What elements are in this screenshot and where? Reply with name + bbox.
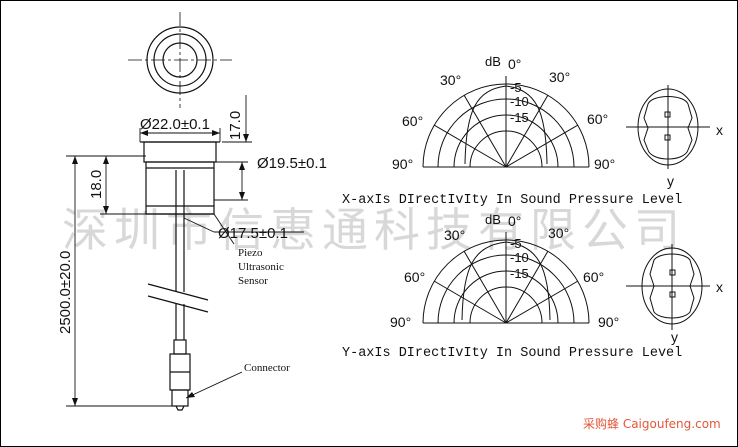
db-ring-10-label: -10: [510, 250, 529, 265]
angle-90-right-label: 90°: [594, 156, 615, 172]
db-ring-10-label: -10: [510, 94, 529, 109]
dimension-arrows: [72, 130, 249, 406]
sensor-label-line3: Sensor: [238, 275, 268, 287]
angle-90-left-label: 90°: [392, 156, 413, 172]
db-unit-label: dB: [485, 212, 501, 227]
directivity-chart-y: dB 0° 30° 30° 60° 60° 90° 90° -5 -10 -15…: [342, 212, 723, 361]
angle-30-right-label: 30°: [549, 69, 570, 85]
angle-0-label: 0°: [508, 213, 521, 229]
angle-30-left-label: 30°: [444, 227, 465, 243]
side-view: [140, 141, 220, 411]
db-unit-label: dB: [485, 54, 501, 69]
angle-30-right-label: 30°: [548, 225, 569, 241]
db-ring-15-label: -15: [510, 266, 529, 281]
brand-watermark: 采购蜂 Caigoufeng.com: [583, 417, 721, 431]
body-diameter-label: Ø19.5±0.1: [257, 155, 327, 172]
outer-diameter-label: Ø22.0±0.1: [140, 116, 210, 133]
watermark-text: 深圳市信惠通科技有限公司: [62, 203, 686, 257]
angle-60-left-label: 60°: [404, 269, 425, 285]
axis-x-label: x: [716, 122, 723, 138]
angle-30-left-label: 30°: [440, 72, 461, 88]
directivity-chart-x: dB 0° 30° 30° 60° 60° 90° 90° -5 -10 -15…: [342, 54, 723, 208]
axis-y-label: y: [671, 329, 678, 345]
chart-caption: Y-axIs DIrectIvIty In Sound Pressure Lev…: [342, 346, 682, 361]
angle-60-left-label: 60°: [402, 113, 423, 129]
sensor-label-line2: Ultrasonic: [238, 261, 284, 273]
top-height-label: 17.0: [227, 111, 244, 140]
db-ring-15-label: -15: [510, 110, 529, 125]
top-view: [128, 12, 232, 108]
angle-90-left-label: 90°: [390, 314, 411, 330]
angle-60-right-label: 60°: [587, 111, 608, 127]
angle-60-right-label: 60°: [583, 269, 604, 285]
angle-0-label: 0°: [508, 56, 521, 72]
db-ring-5-label: -5: [510, 236, 522, 251]
axis-y-label: y: [667, 173, 674, 189]
angle-90-right-label: 90°: [598, 314, 619, 330]
axis-x-label: x: [716, 279, 723, 295]
inner-diameter-label: Ø17.5±0.1: [218, 225, 288, 242]
cable-length-label: 2500.0±20.0: [57, 251, 74, 334]
chart-caption: X-axIs DIrectIvIty In Sound Pressure Lev…: [342, 193, 682, 208]
sensor-label-line1: Piezo: [238, 247, 263, 259]
connector-label: Connector: [244, 362, 290, 374]
db-ring-5-label: -5: [510, 80, 522, 95]
body-height-label: 18.0: [88, 170, 105, 199]
